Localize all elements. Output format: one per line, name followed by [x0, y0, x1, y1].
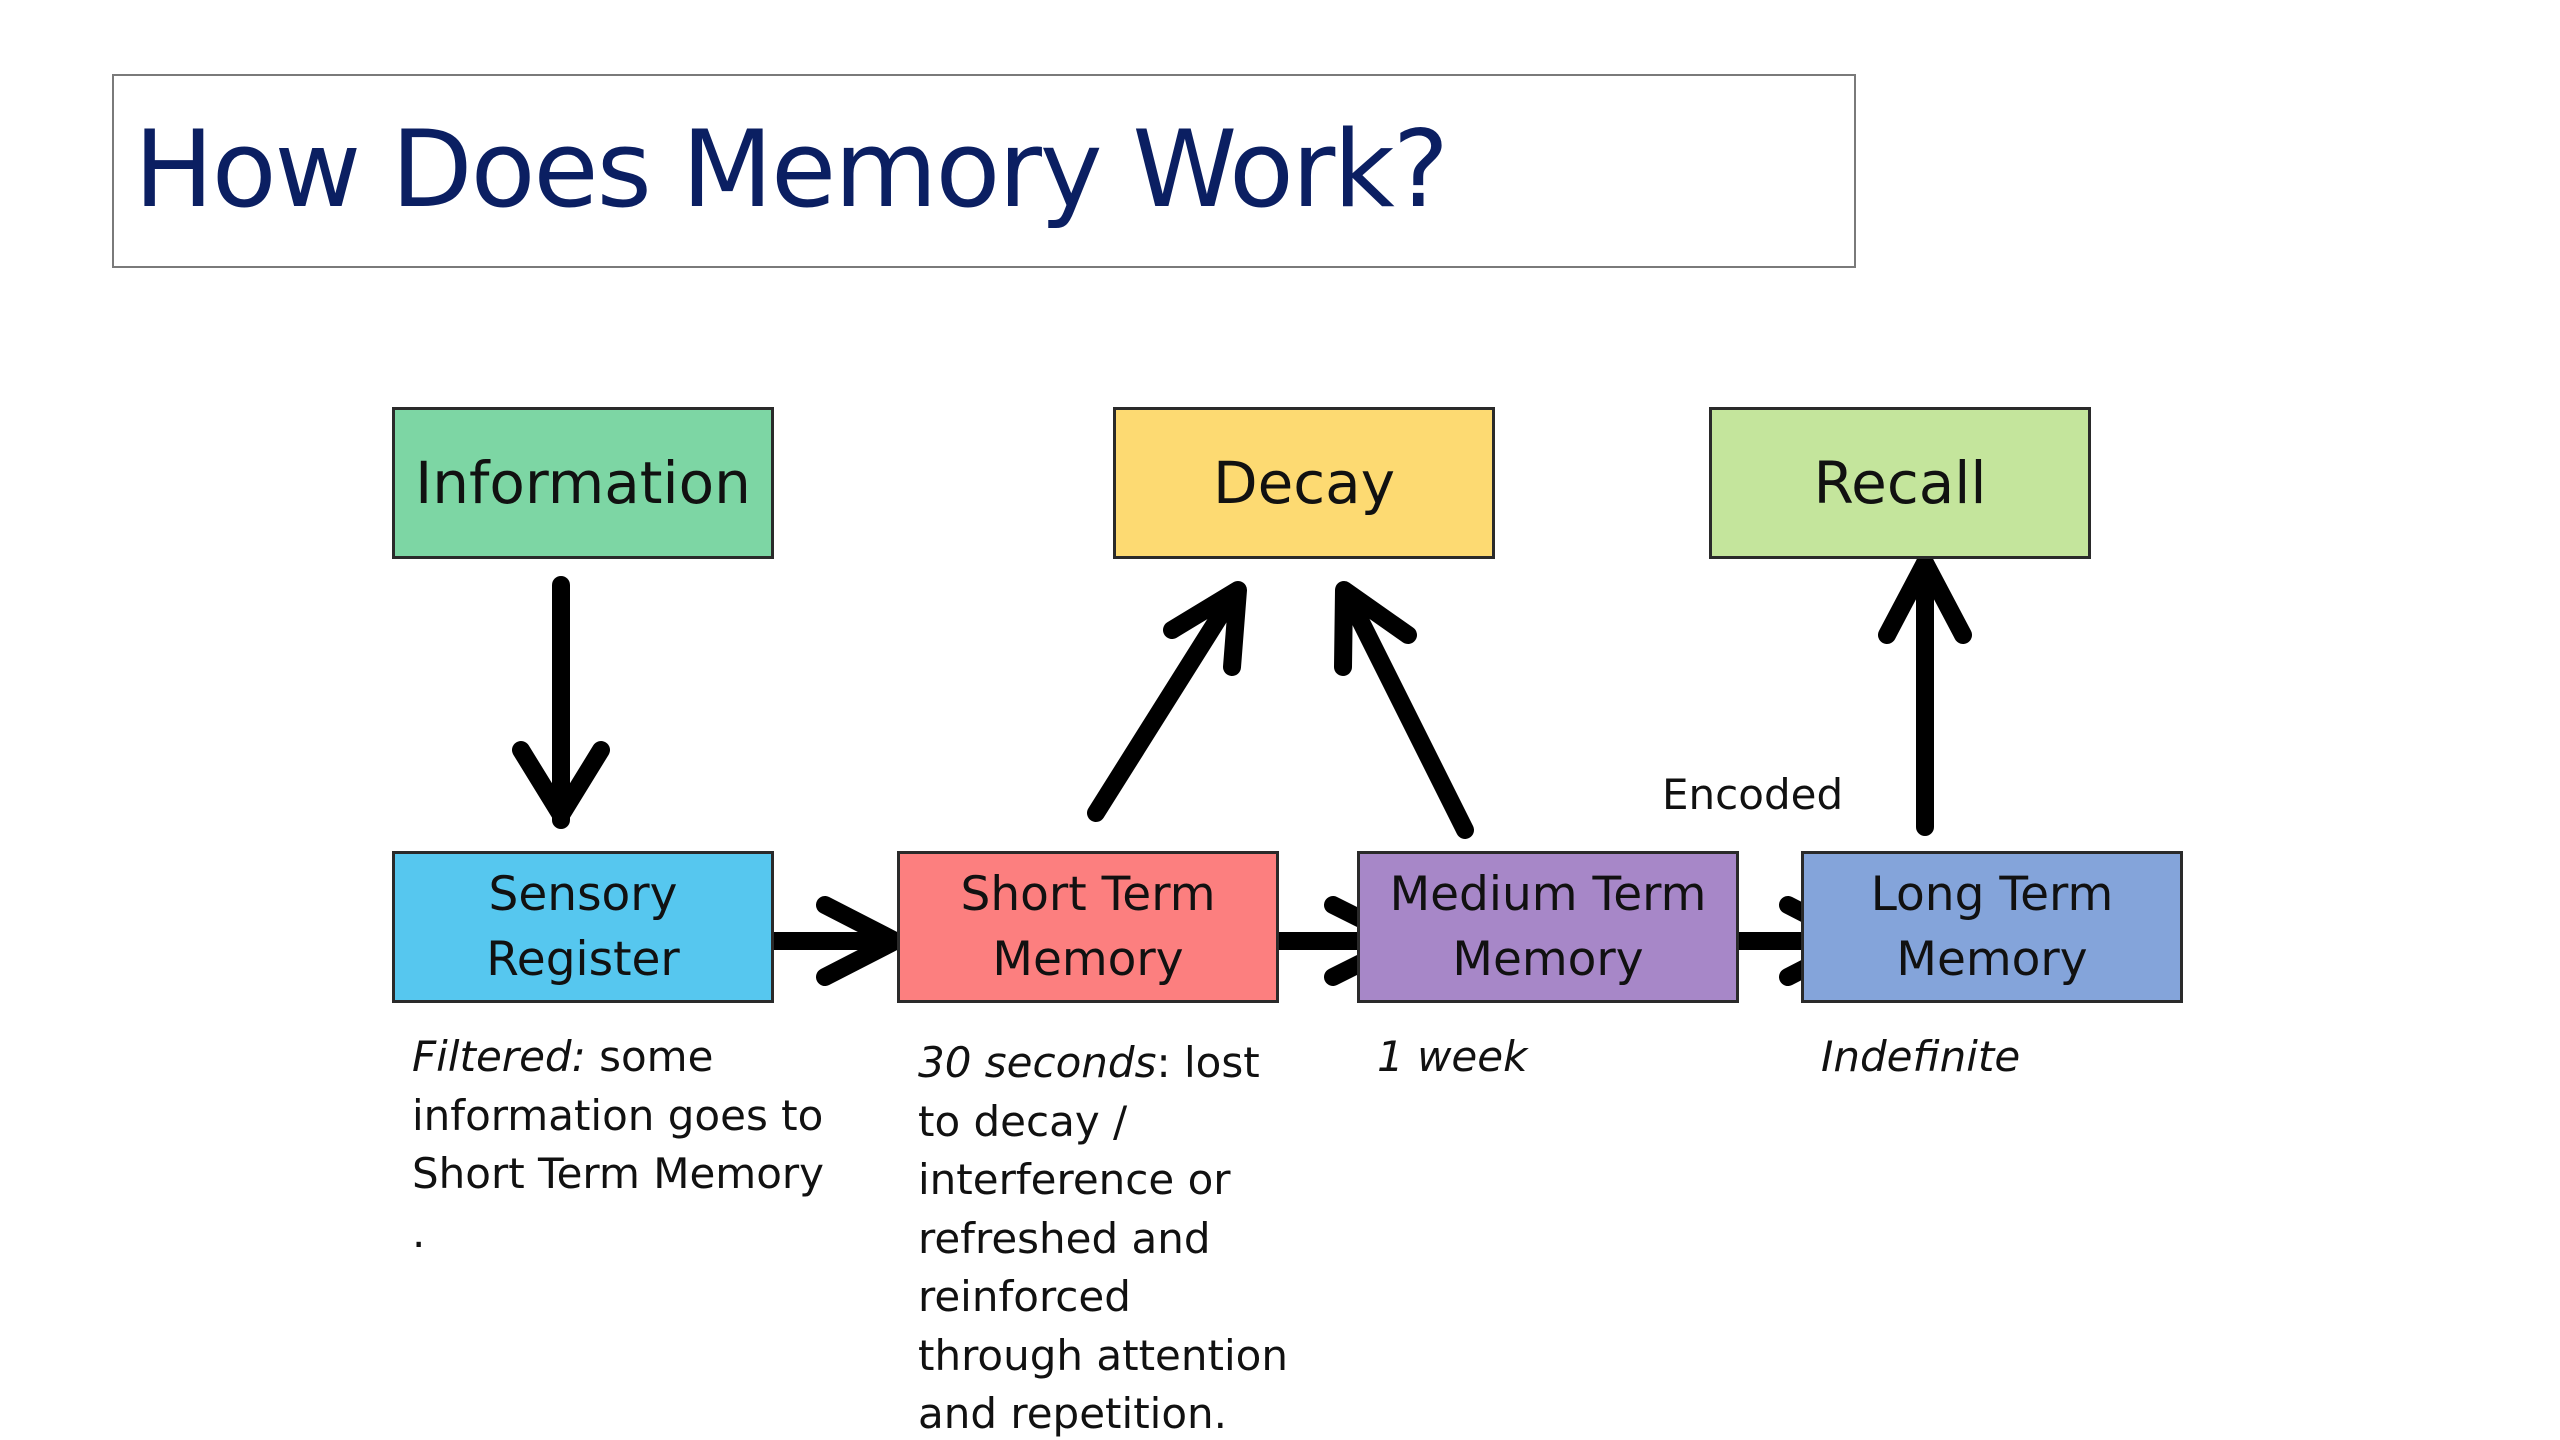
medium-term-memory-note-emphasis: 1 week	[1377, 1032, 1528, 1081]
recall-label: Recall	[1813, 449, 1987, 517]
sensory-register-node: Sensory Register	[392, 851, 774, 1003]
recall-node: Recall	[1709, 407, 2091, 559]
sensory-register-note-text: some information goes to Short Term Memo…	[412, 1032, 825, 1257]
decay-node: Decay	[1113, 407, 1495, 559]
information-label: Information	[415, 449, 751, 517]
sensory-register-note: Filtered: some information goes to Short…	[412, 1028, 832, 1262]
medium-term-memory-label: Medium Term Memory	[1389, 867, 1707, 987]
long-term-memory-label: Long Term Memory	[1870, 867, 2114, 987]
sensory-register-label: Sensory Register	[486, 867, 680, 987]
title-box	[112, 74, 1856, 268]
information-node: Information	[392, 407, 774, 559]
encoded-label: Encoded	[1662, 770, 1844, 819]
arrow-sensory-register-to-short-term-memory	[756, 896, 904, 986]
decay-label: Decay	[1212, 449, 1396, 517]
medium-term-memory-note: 1 week	[1377, 1028, 1677, 1087]
short-term-memory-note: 30 seconds: lost to decay / interference…	[918, 1034, 1288, 1440]
short-term-memory-note-emphasis: 30 seconds	[918, 1038, 1157, 1087]
short-term-memory-note-text: : lost to decay / interference or refres…	[918, 1038, 1288, 1438]
long-term-memory-node: Long Term Memory	[1801, 851, 2183, 1003]
arrow-short-term-memory-to-decay	[1087, 581, 1247, 822]
arrow-long-term-memory-to-recall	[1878, 554, 1972, 836]
arrow-medium-term-memory-to-decay	[1334, 581, 1474, 839]
short-term-memory-label: Short Term Memory	[960, 867, 1216, 987]
long-term-memory-note-emphasis: Indefinite	[1821, 1032, 2021, 1081]
medium-term-memory-node: Medium Term Memory	[1357, 851, 1739, 1003]
short-term-memory-node: Short Term Memory	[897, 851, 1279, 1003]
long-term-memory-note: Indefinite	[1821, 1028, 2121, 1087]
arrow-information-to-sensory-register	[512, 576, 610, 829]
page-title: How Does Memory Work?	[134, 108, 1449, 231]
sensory-register-note-emphasis: Filtered:	[412, 1032, 586, 1081]
